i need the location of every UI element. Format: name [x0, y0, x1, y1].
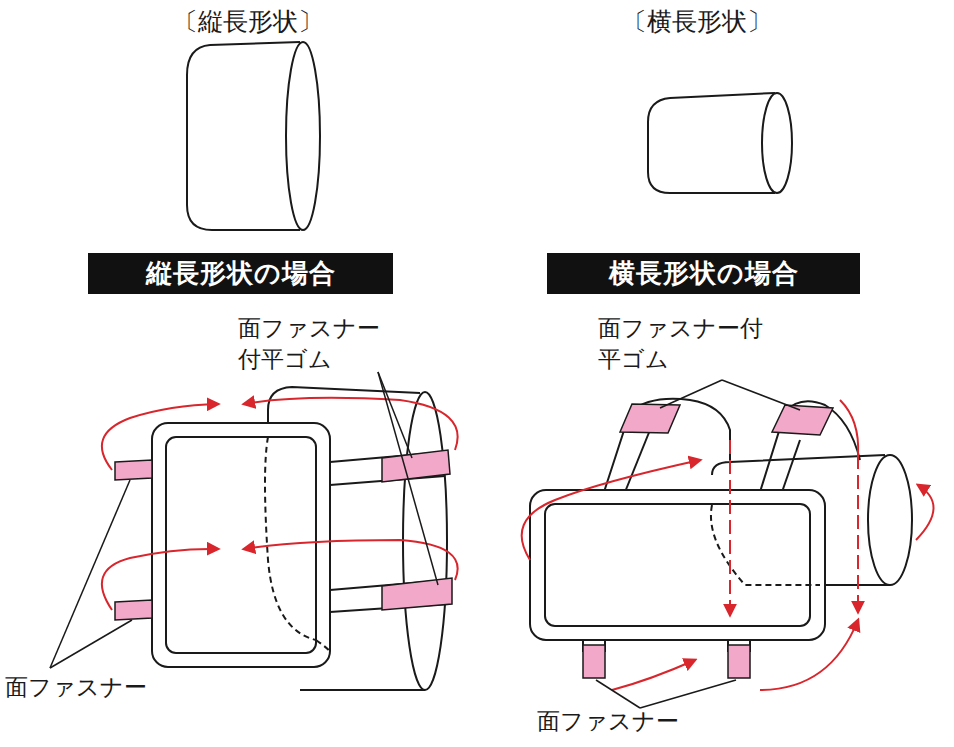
shape-heading: 〔縦長形状〕 [173, 6, 323, 37]
direction-arrow [102, 398, 934, 690]
part-label: 面ファスナー 付平ゴム [238, 313, 388, 375]
leader-line [50, 372, 800, 708]
title-band: 横長形状の場合 [547, 253, 860, 294]
shape-heading: 〔横長形状〕 [622, 6, 772, 37]
part-label: 面ファスナー付 平ゴム [598, 313, 768, 375]
band-text: 横長形状の場合 [609, 256, 799, 291]
part-label: 面ファスナー [537, 706, 679, 737]
part-label: 面ファスナー [5, 672, 147, 703]
pillow-horizontal [648, 93, 775, 193]
velcro-patch [115, 404, 833, 678]
pillow-vertical [187, 42, 300, 230]
band-text: 縦長形状の場合 [146, 256, 336, 291]
title-band: 縦長形状の場合 [88, 253, 393, 294]
